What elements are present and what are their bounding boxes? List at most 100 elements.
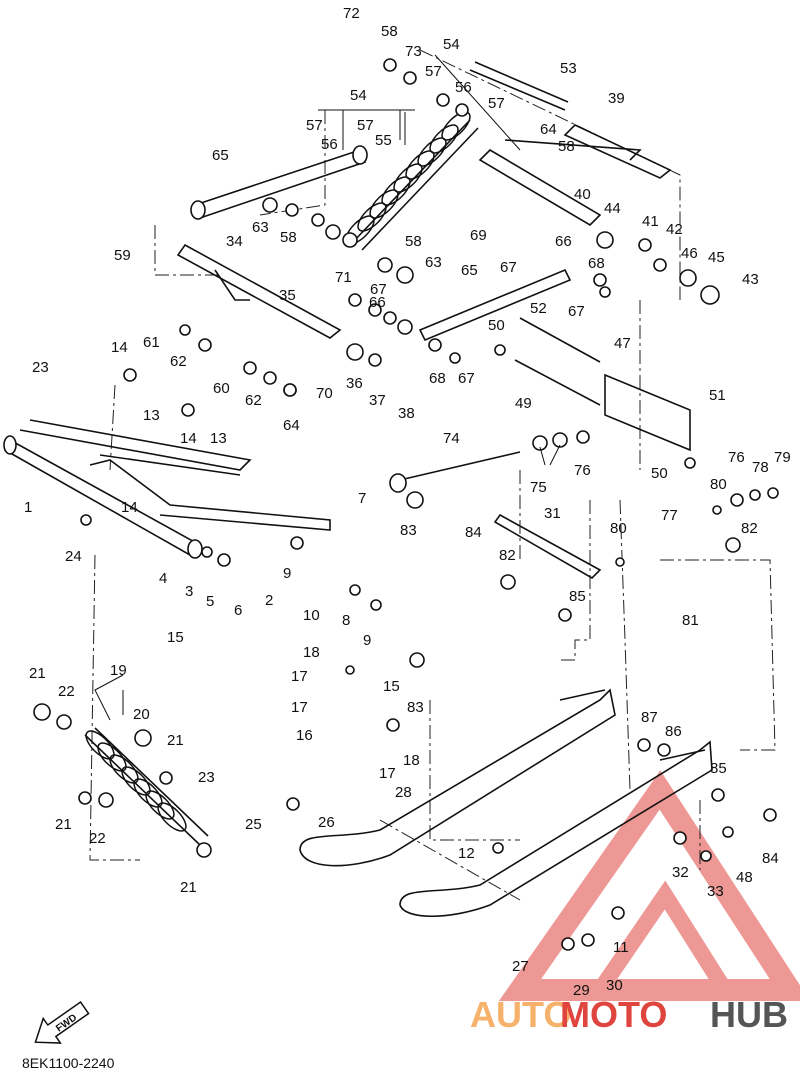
callout-27: 27 [512,958,529,975]
callout-21: 21 [29,665,46,682]
callout-28: 28 [395,784,412,801]
callout-11: 11 [613,939,629,956]
callout-21: 21 [167,732,184,749]
callout-84: 84 [762,850,779,867]
callout-76: 76 [728,449,745,466]
callout-45: 45 [708,249,725,266]
assembly-boundary-lines [89,49,776,901]
callout-5: 5 [206,593,214,610]
watermark-part3: HUB [710,994,788,1035]
callout-66: 66 [555,233,572,250]
callout-16: 16 [296,727,313,744]
callout-17: 17 [379,765,396,782]
callout-59: 59 [114,247,131,264]
callout-48: 48 [736,869,753,886]
callout-64: 64 [283,417,300,434]
callout-2: 2 [265,592,273,609]
callout-71: 71 [335,269,352,286]
callout-20: 20 [133,706,150,723]
callout-17: 17 [291,668,308,685]
callout-6: 6 [234,602,242,619]
callout-56: 56 [321,136,338,153]
callout-23: 23 [198,769,215,786]
callout-54: 54 [443,36,460,53]
callout-9: 9 [363,632,371,649]
callout-81: 81 [682,612,699,629]
callout-79: 79 [774,449,791,466]
callout-34: 34 [226,233,243,250]
callout-54: 54 [350,87,367,104]
callout-76: 76 [574,462,591,479]
front-arm-frame [3,419,331,559]
watermark-text: AUTO MOTO HUB [470,994,788,1035]
callout-57: 57 [488,95,505,112]
callout-58: 58 [405,233,422,250]
callout-57: 57 [425,63,442,80]
callout-60: 60 [213,380,230,397]
callout-10: 10 [303,607,320,624]
callout-82: 82 [499,547,516,564]
callout-65: 65 [461,262,478,279]
callout-78: 78 [752,459,769,476]
callout-68: 68 [588,255,605,272]
callout-46: 46 [681,245,698,262]
callout-67: 67 [568,303,585,320]
callout-70: 70 [316,385,333,402]
callout-69: 69 [470,227,487,244]
callout-12: 12 [458,845,475,862]
callout-86: 86 [665,723,682,740]
callout-17: 17 [291,699,308,716]
callout-4: 4 [159,570,167,587]
callout-52: 52 [530,300,547,317]
callout-33: 33 [707,883,724,900]
callout-22: 22 [89,830,106,847]
callout-26: 26 [318,814,335,831]
callout-77: 77 [661,507,678,524]
watermark-part2: MOTO [560,994,667,1035]
callout-58: 58 [280,229,297,246]
callout-84: 84 [465,524,482,541]
callout-44: 44 [604,200,621,217]
callout-8: 8 [342,612,350,629]
callout-72: 72 [343,5,360,22]
callout-23: 23 [32,359,49,376]
callout-9: 9 [283,565,291,582]
callout-29: 29 [573,982,590,999]
callout-74: 74 [443,430,460,447]
callout-7: 7 [358,490,366,507]
callout-38: 38 [398,405,415,422]
diagram-reference-code: 8EK1100-2240 [22,1055,115,1071]
callout-87: 87 [641,709,658,726]
callout-32: 32 [672,864,689,881]
callout-62: 62 [245,392,262,409]
callout-40: 40 [574,186,591,203]
callout-3: 3 [185,583,193,600]
callout-67: 67 [458,370,475,387]
callout-67: 67 [370,281,387,298]
callout-80: 80 [610,520,627,537]
callout-47: 47 [614,335,631,352]
callout-57: 57 [306,117,323,134]
callout-68: 68 [429,370,446,387]
watermark-logo-icon [498,770,800,1001]
callout-58: 58 [381,23,398,40]
callout-73: 73 [405,43,422,60]
hardware-bushings [33,58,779,951]
callout-67: 67 [500,259,517,276]
callout-18: 18 [403,752,420,769]
callout-85: 85 [569,588,586,605]
callout-14: 14 [121,499,138,516]
callout-55: 55 [375,132,392,149]
callout-51: 51 [709,387,726,404]
callout-35: 35 [279,287,296,304]
callout-14: 14 [111,339,128,356]
callout-64: 64 [540,121,557,138]
callout-13: 13 [143,407,160,424]
callout-13: 13 [210,430,227,447]
callout-43: 43 [742,271,759,288]
callout-21: 21 [55,816,72,833]
callout-82: 82 [741,520,758,537]
callout-66: 66 [369,294,386,311]
callout-75: 75 [530,479,547,496]
